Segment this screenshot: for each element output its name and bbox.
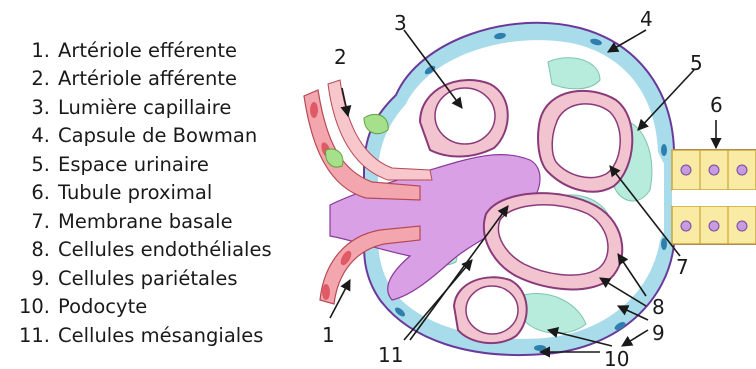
callout-10: 10 bbox=[604, 347, 629, 369]
callout-9: 9 bbox=[652, 321, 665, 345]
callout-6: 6 bbox=[710, 93, 723, 117]
callout-8: 8 bbox=[652, 295, 665, 319]
callout-11: 11 bbox=[378, 343, 403, 367]
proximal-tubule bbox=[672, 150, 756, 244]
callout-7: 7 bbox=[676, 255, 689, 279]
callout-1: 1 bbox=[322, 323, 335, 347]
callout-2: 2 bbox=[334, 45, 347, 69]
callout-5: 5 bbox=[690, 51, 703, 75]
callout-4: 4 bbox=[640, 7, 653, 31]
callout-3: 3 bbox=[394, 11, 407, 35]
